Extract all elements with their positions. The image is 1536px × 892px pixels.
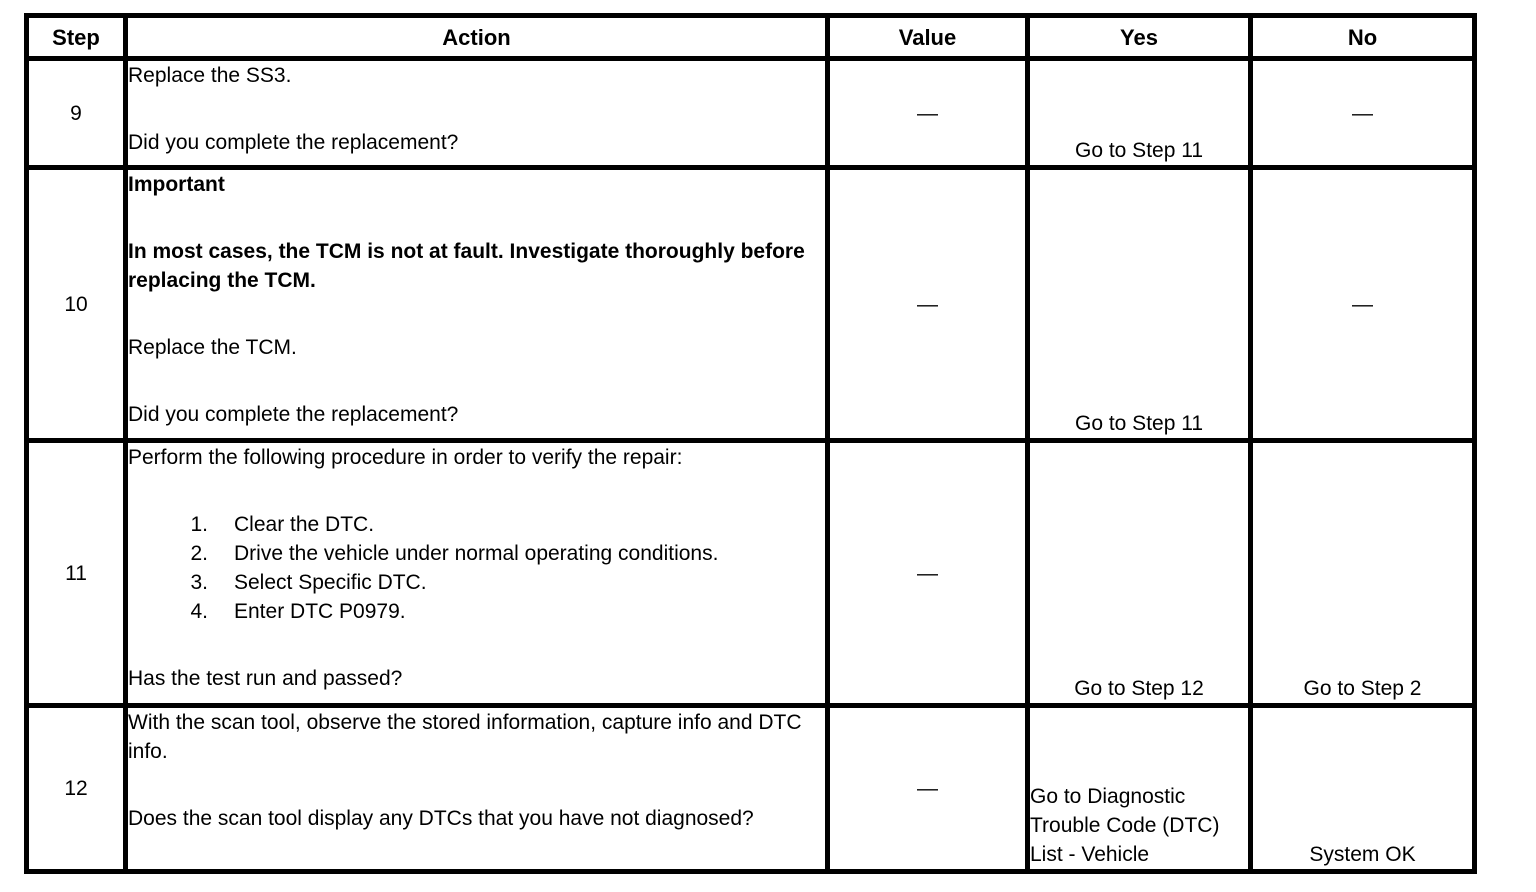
action-question: Has the test run and passed? — [128, 667, 403, 690]
action-text: With the scan tool, observe the stored i… — [128, 711, 802, 763]
header-value: Value — [825, 13, 1030, 61]
step-cell: 10 — [24, 165, 128, 443]
list-item: 1. Clear the DTC. — [178, 510, 823, 539]
list-item-number: 2. — [190, 542, 208, 565]
important-text: In most cases, the TCM is not at fault. … — [128, 240, 805, 292]
value-cell: — — [825, 438, 1030, 708]
list-item: 4. Enter DTC P0979. — [178, 597, 823, 626]
action-cell: Perform the following procedure in order… — [123, 438, 830, 708]
important-label: Important — [128, 173, 225, 196]
action-text: Perform the following procedure in order… — [128, 446, 683, 469]
value-cell: — — [825, 703, 1030, 874]
value-cell: — — [825, 56, 1030, 170]
step-cell: 11 — [24, 438, 128, 708]
header-row: Step Action Value Yes No — [24, 13, 1477, 61]
list-item-text: Clear the DTC. — [234, 513, 375, 536]
list-item-text: Select Specific DTC. — [234, 571, 427, 594]
no-cell: — — [1248, 165, 1477, 443]
list-item-number: 3. — [190, 571, 208, 594]
header-no: No — [1248, 13, 1477, 61]
action-cell: With the scan tool, observe the stored i… — [123, 703, 830, 874]
value-cell: — — [825, 165, 1030, 443]
action-text: Replace the SS3. — [128, 64, 292, 87]
header-yes: Yes — [1025, 13, 1253, 61]
list-item-number: 4. — [190, 600, 208, 623]
action-cell: Important In most cases, the TCM is not … — [123, 165, 830, 443]
list-item: 2. Drive the vehicle under normal operat… — [178, 539, 823, 568]
no-cell: Go to Step 2 — [1248, 438, 1477, 708]
list-item-text: Drive the vehicle under normal operating… — [234, 542, 719, 565]
yes-cell: Go to Step 12 — [1025, 438, 1253, 708]
list-item-number: 1. — [190, 513, 208, 536]
action-cell: Replace the SS3. Did you complete the re… — [123, 56, 830, 170]
action-question: Does the scan tool display any DTCs that… — [128, 807, 754, 830]
yes-cell: Go to Step 11 — [1025, 56, 1253, 170]
action-question: Did you complete the replacement? — [128, 403, 459, 426]
header-action: Action — [123, 13, 830, 61]
yes-cell: Go to Diagnostic Trouble Code (DTC) List… — [1025, 703, 1253, 874]
action-question: Did you complete the replacement? — [128, 131, 459, 154]
action-text: Replace the TCM. — [128, 336, 297, 359]
yes-cell: Go to Step 11 — [1025, 165, 1253, 443]
diagnostic-table: Step Action Value Yes No 9 Replace the S… — [24, 13, 1477, 874]
procedure-list: 1. Clear the DTC. 2. Drive the vehicle u… — [131, 510, 823, 626]
table-row-step-11: 11 Perform the following procedure in or… — [24, 438, 1477, 708]
table-row-step-12: 12 With the scan tool, observe the store… — [24, 703, 1477, 874]
table-row-step-9: 9 Replace the SS3. Did you complete the … — [24, 56, 1477, 170]
step-cell: 12 — [24, 703, 128, 874]
table-row-step-10: 10 Important In most cases, the TCM is n… — [24, 165, 1477, 443]
no-cell: — — [1248, 56, 1477, 170]
no-cell: System OK — [1248, 703, 1477, 874]
list-item-text: Enter DTC P0979. — [234, 600, 406, 623]
list-item: 3. Select Specific DTC. — [178, 568, 823, 597]
step-cell: 9 — [24, 56, 128, 170]
header-step: Step — [24, 13, 128, 61]
